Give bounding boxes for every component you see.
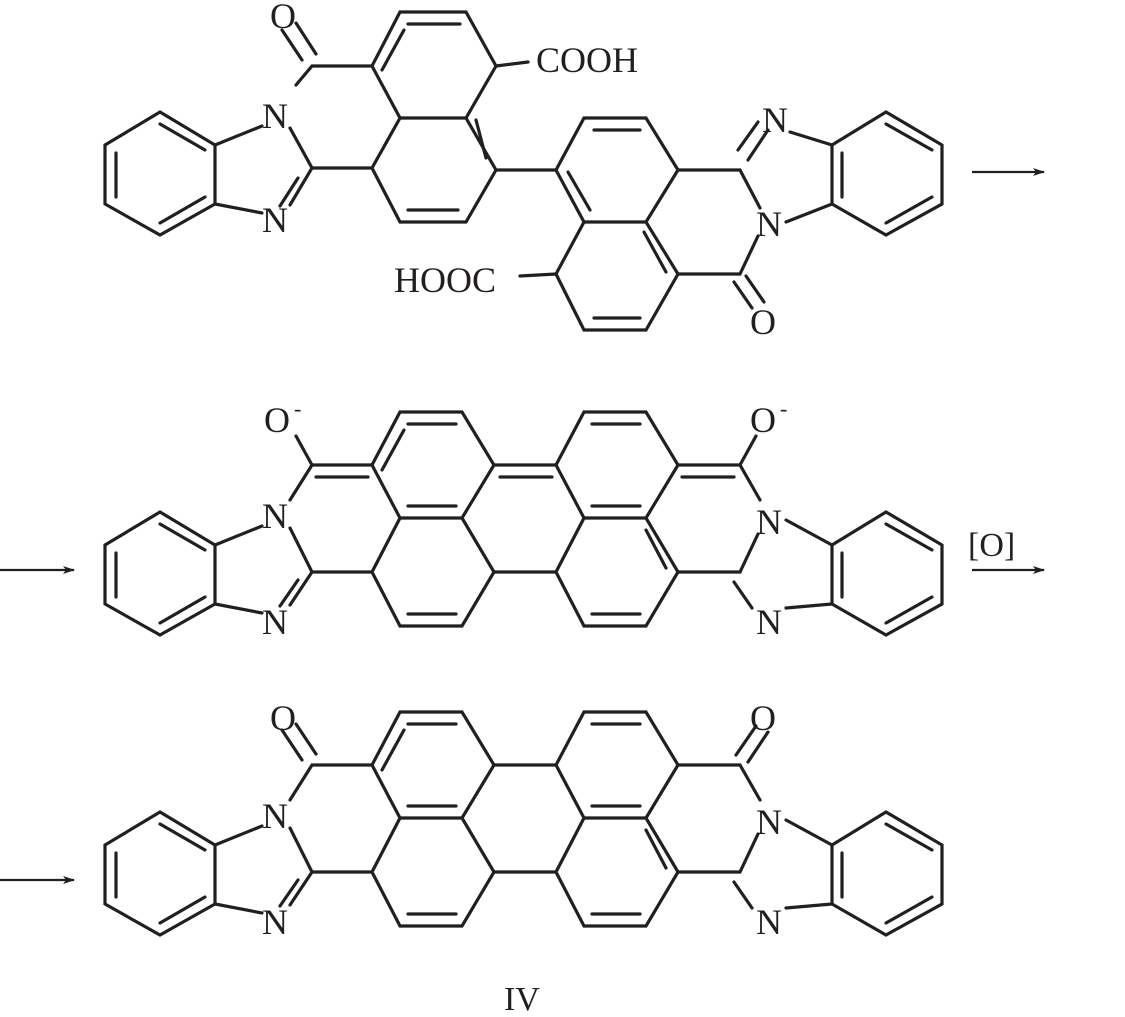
enolate-oxygen-1: O	[264, 400, 290, 440]
product-bonds	[103, 710, 944, 937]
negative-charge-2: -	[780, 396, 787, 421]
oxidation-condition: [O]	[968, 527, 1015, 564]
imine-nitrogen-3: N	[262, 602, 288, 642]
starting-material-bonds	[103, 10, 944, 332]
negative-charge-1: -	[294, 396, 301, 421]
enolate-oxygen-2: O	[750, 400, 776, 440]
imide-nitrogen-5: N	[262, 796, 288, 836]
product-structure: O N N O N N	[103, 698, 944, 942]
carbonyl-oxygen-3: O	[270, 698, 296, 738]
imine-nitrogen-2: N	[762, 100, 788, 140]
carboxyl-group-right: COOH	[536, 40, 638, 80]
compound-label: IV	[504, 981, 540, 1017]
imine-nitrogen-4: N	[756, 602, 782, 642]
imide-nitrogen-4: N	[756, 502, 782, 542]
carbonyl-oxygen-1: O	[270, 0, 296, 36]
imine-nitrogen-5: N	[262, 902, 288, 942]
imide-nitrogen-1: N	[262, 96, 288, 136]
imide-nitrogen-3: N	[262, 496, 288, 536]
carboxyl-group-left: HOOC	[394, 260, 496, 300]
imide-nitrogen-2: N	[756, 204, 782, 244]
imine-nitrogen-6: N	[756, 902, 782, 942]
intermediate-structure: O - N N O - N N	[103, 396, 944, 642]
carbonyl-oxygen-4: O	[750, 698, 776, 738]
starting-material-structure: O N N COOH HOOC N N O	[103, 0, 944, 342]
intermediate-bonds	[103, 410, 944, 637]
imine-nitrogen-1: N	[262, 200, 288, 240]
imide-nitrogen-6: N	[756, 802, 782, 842]
carbonyl-oxygen-2: O	[750, 302, 776, 342]
